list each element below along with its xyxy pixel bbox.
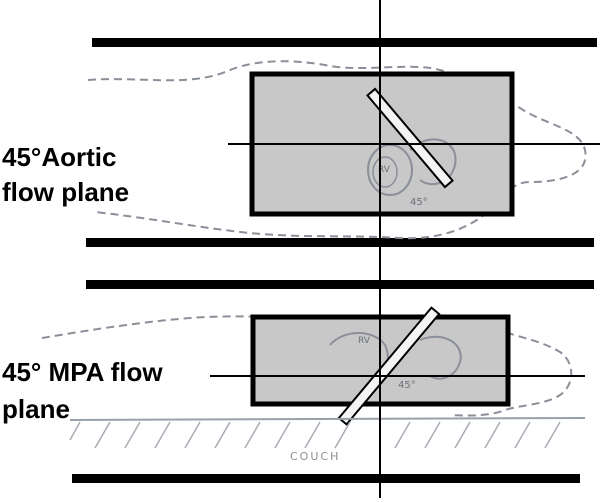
couch-surface bbox=[69, 417, 586, 421]
couch-hatching bbox=[69, 421, 561, 449]
top-heart-inner bbox=[372, 156, 398, 188]
top-rv-mark: RV bbox=[378, 165, 391, 175]
top-view: RV 45° bbox=[87, 60, 587, 240]
bottom-rv-mark: RV bbox=[358, 336, 371, 346]
top-flow-plane bbox=[366, 87, 454, 189]
bar-lower-middle bbox=[86, 280, 594, 289]
bottom-flow-plane bbox=[337, 306, 441, 426]
top-angle-mark: 45° bbox=[410, 197, 428, 208]
bottom-view-label-line1: 45° MPA flow bbox=[2, 357, 163, 387]
top-view-label-line2: flow plane bbox=[2, 177, 130, 207]
couch-label: COUCH bbox=[290, 450, 340, 463]
top-view-label-line1: 45°Aortic bbox=[2, 142, 117, 172]
bottom-angle-mark: 45° bbox=[398, 380, 416, 391]
top-body-outline bbox=[87, 60, 587, 240]
bottom-view-label-line2: plane bbox=[2, 394, 70, 424]
bar-bottom bbox=[72, 474, 580, 483]
bar-top bbox=[92, 38, 597, 47]
bar-upper-middle bbox=[86, 238, 594, 247]
top-heart-loop bbox=[409, 138, 457, 186]
bottom-heart-loop bbox=[419, 335, 462, 380]
